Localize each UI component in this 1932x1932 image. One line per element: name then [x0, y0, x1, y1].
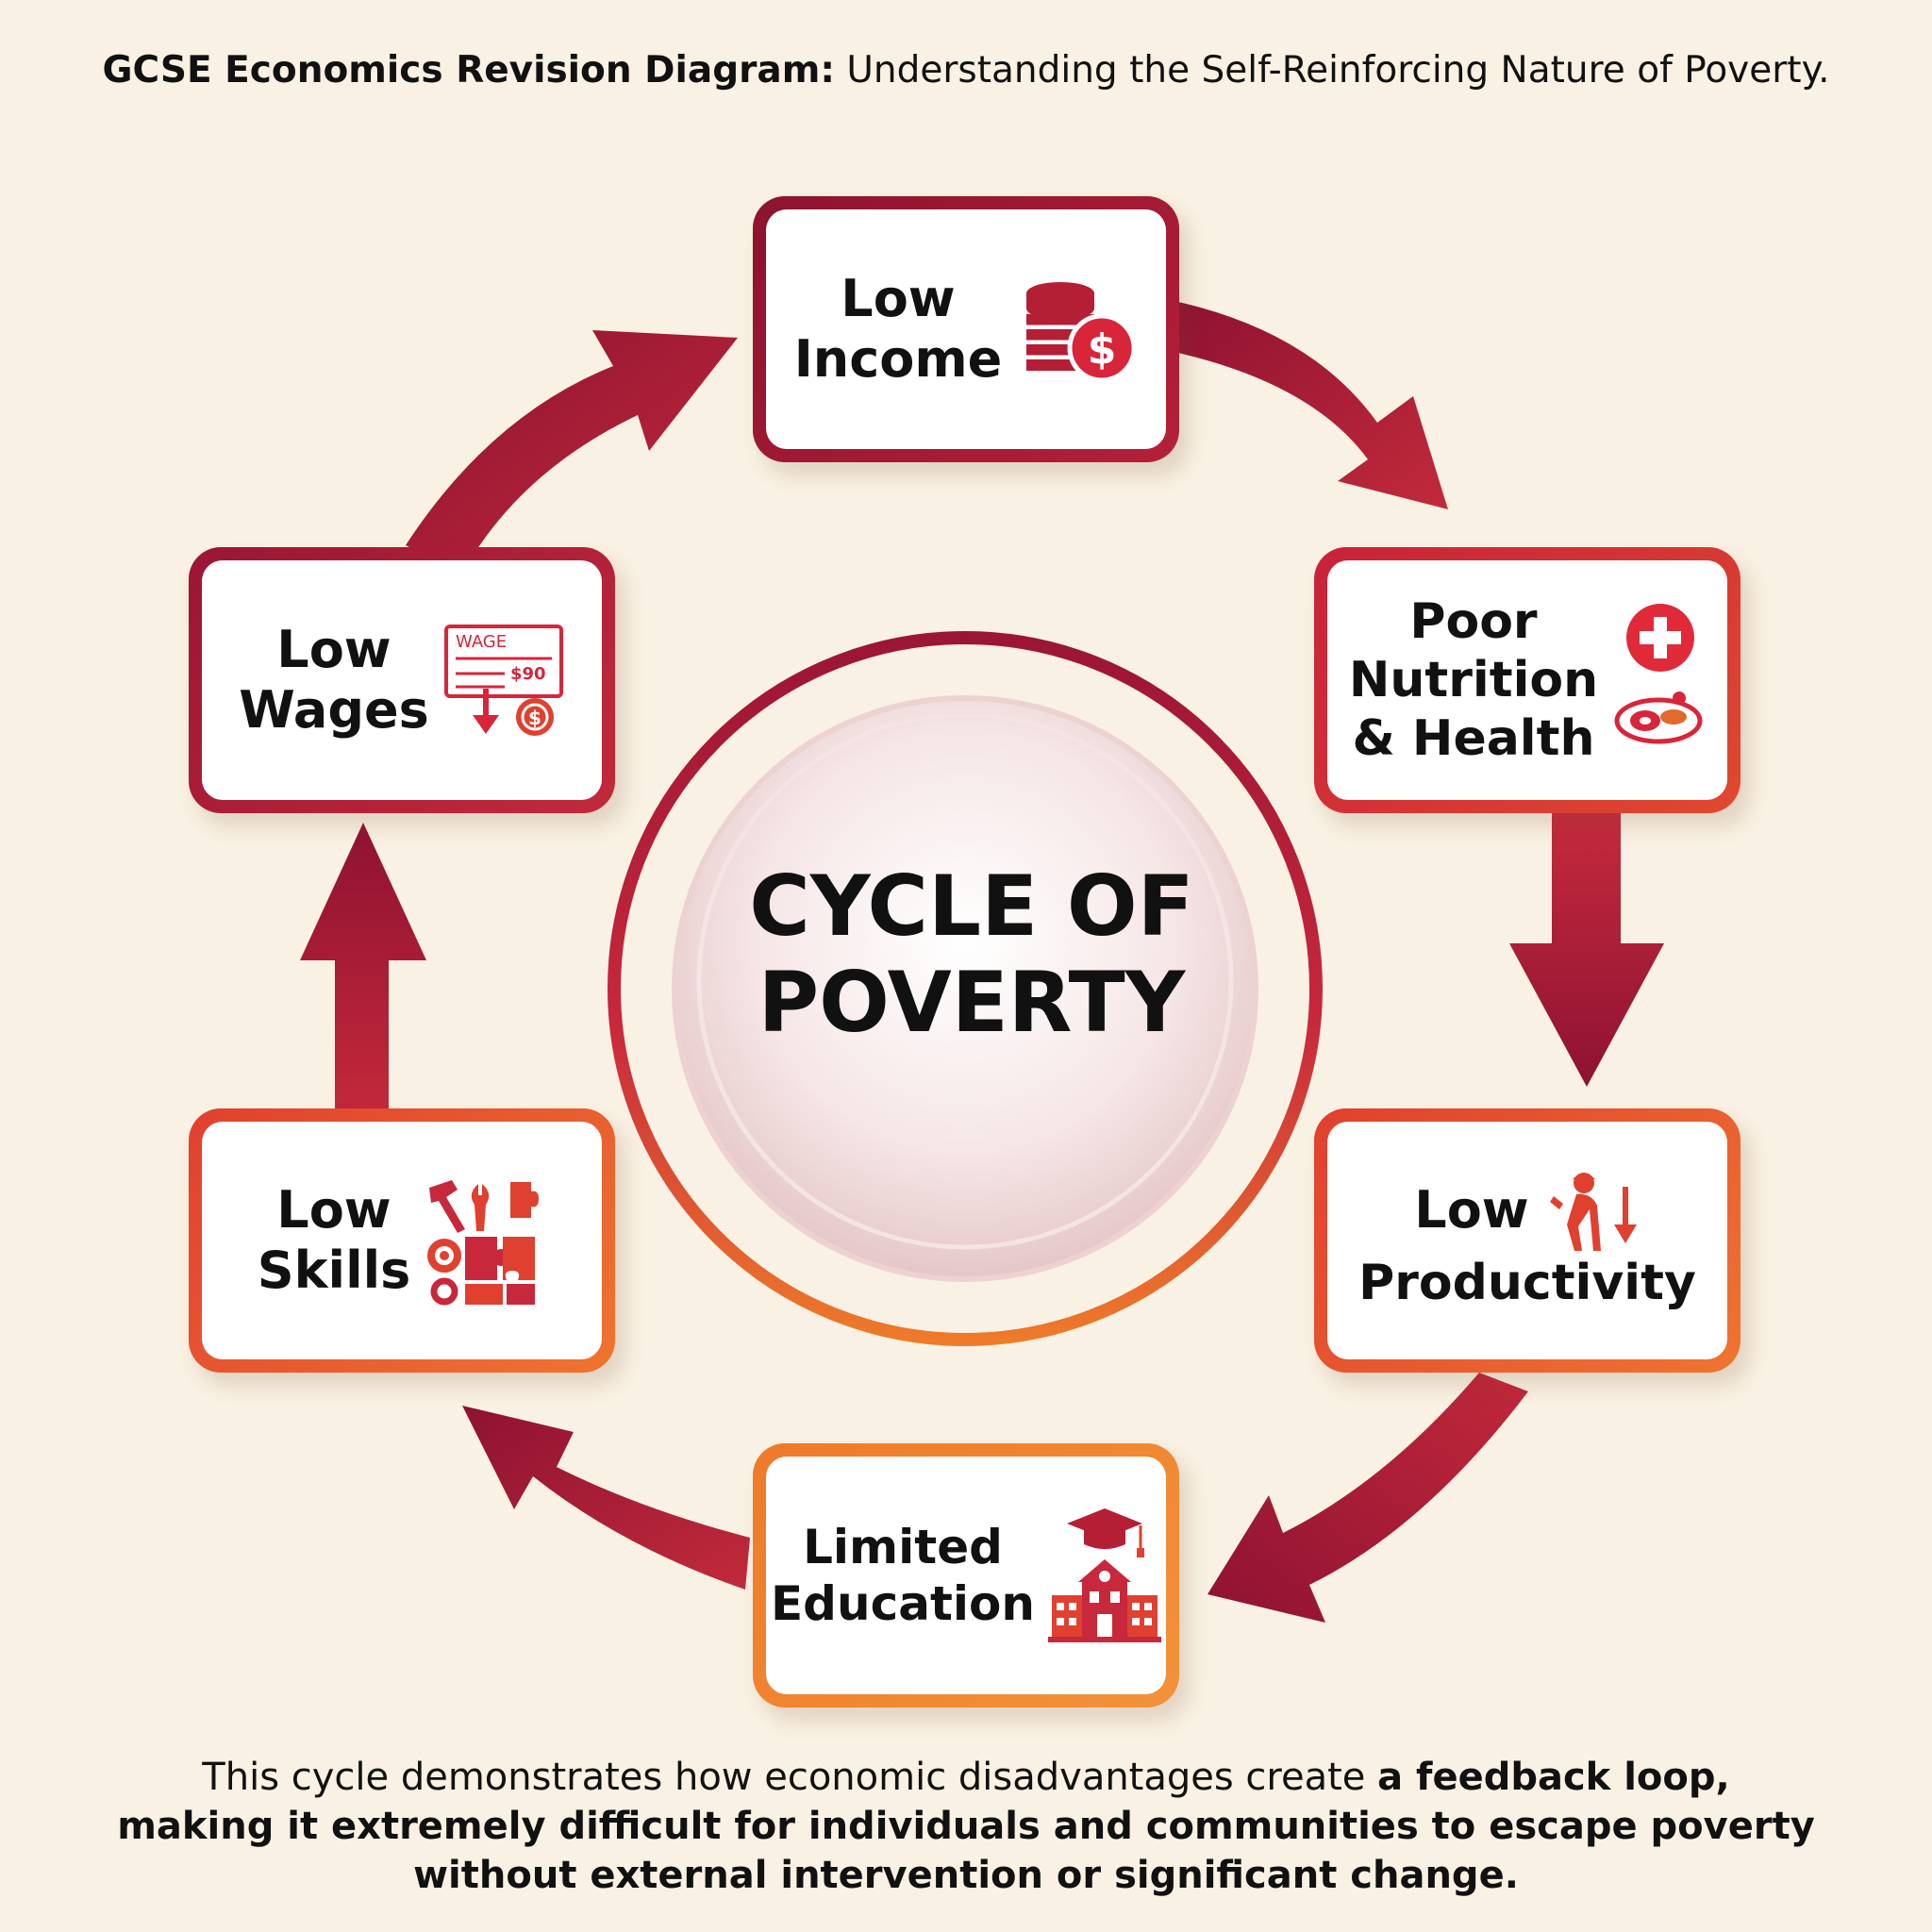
wage-cheque-down-icon: WAGE $90 $	[443, 625, 563, 736]
node-low-wages-card: Low Wages WAGE $90 $	[202, 560, 602, 800]
node-low-wages-line2: Wages	[239, 680, 429, 740]
wage-cheque-amount: $90	[510, 664, 546, 684]
node-low-skills-line1: Low	[276, 1180, 391, 1240]
arrow-education-to-skills	[462, 1406, 750, 1590]
node-limited-education-line2: Education	[771, 1576, 1035, 1631]
arrow-skills-to-wages	[300, 823, 426, 1113]
footer-bold-1: a feedback loop,	[1377, 1756, 1730, 1799]
tired-worker-down-arrow-icon	[1549, 1173, 1637, 1251]
center-disc-inner	[696, 712, 1234, 1250]
node-limited-education-line1: Limited	[803, 1520, 1003, 1574]
footer-bold-3: without external intervention or signifi…	[413, 1854, 1519, 1897]
node-low-income-card: Low Income $	[766, 209, 1166, 449]
center-ring	[608, 631, 1323, 1346]
node-poor-nutrition-label: Poor Nutrition & Health	[1349, 592, 1598, 768]
wage-cheque-title: WAGE	[456, 632, 507, 652]
arrow-nutrition-to-productivity	[1509, 813, 1664, 1087]
node-low-skills-label: Low Skills	[258, 1180, 410, 1301]
node-low-productivity-card: Low Productivity	[1327, 1122, 1727, 1359]
footer-caption: This cycle demonstrates how economic dis…	[57, 1753, 1875, 1900]
footer-bold-2: making it extremely difficult for indivi…	[117, 1805, 1815, 1848]
center-title-line1: CYCLE OF	[749, 858, 1194, 955]
page-title: GCSE Economics Revision Diagram: Underst…	[0, 49, 1932, 92]
school-graduation-cap-icon	[1047, 1508, 1161, 1642]
node-poor-nutrition-line3: & Health	[1352, 710, 1595, 767]
node-poor-nutrition-card: Poor Nutrition & Health	[1327, 560, 1727, 800]
coins-dollar-icon: $	[1026, 282, 1137, 383]
node-low-productivity-line2: Productivity	[1358, 1255, 1696, 1311]
svg-text:$: $	[1088, 325, 1117, 374]
node-poor-nutrition-line2: Nutrition	[1348, 652, 1599, 708]
node-limited-education: Limited Education	[753, 1443, 1179, 1707]
node-poor-nutrition: Poor Nutrition & Health	[1314, 547, 1740, 813]
node-low-income-line2: Income	[793, 329, 1003, 389]
tools-puzzle-icon	[427, 1180, 540, 1306]
svg-text:$: $	[528, 707, 541, 729]
footer-normal-1: This cycle demonstrates how economic dis…	[202, 1756, 1378, 1799]
page-title-bold: GCSE Economics Revision Diagram:	[102, 49, 835, 92]
node-limited-education-card: Limited Education	[766, 1457, 1166, 1694]
node-poor-nutrition-line1: Poor	[1409, 593, 1538, 650]
node-low-income-label: Low Income	[794, 269, 1003, 390]
node-low-productivity: Low Productivity	[1314, 1108, 1740, 1373]
medical-cross-food-icon	[1614, 604, 1703, 744]
node-low-wages-label: Low Wages	[239, 620, 429, 741]
node-low-skills-card: Low Skills	[202, 1122, 602, 1359]
page-title-rest: Understanding the Self-Reinforcing Natur…	[834, 49, 1830, 92]
node-low-skills-line2: Skills	[257, 1241, 411, 1300]
node-limited-education-label: Limited Education	[771, 1519, 1035, 1632]
node-low-productivity-line1: Low	[1414, 1180, 1529, 1240]
node-low-income: Low Income $	[753, 196, 1179, 462]
node-low-skills: Low Skills	[189, 1108, 615, 1373]
node-low-wages-line1: Low	[276, 620, 391, 679]
center-title: CYCLE OF POVERTY	[641, 858, 1302, 1051]
arrow-productivity-to-education	[1208, 1373, 1528, 1623]
arrow-income-to-nutrition	[1170, 300, 1448, 509]
center-disc-outer	[672, 695, 1258, 1282]
node-low-wages: Low Wages WAGE $90 $	[189, 547, 615, 813]
center-title-line2: POVERTY	[758, 954, 1186, 1051]
node-low-income-line1: Low	[841, 269, 956, 328]
arrow-wages-to-income	[406, 330, 738, 574]
